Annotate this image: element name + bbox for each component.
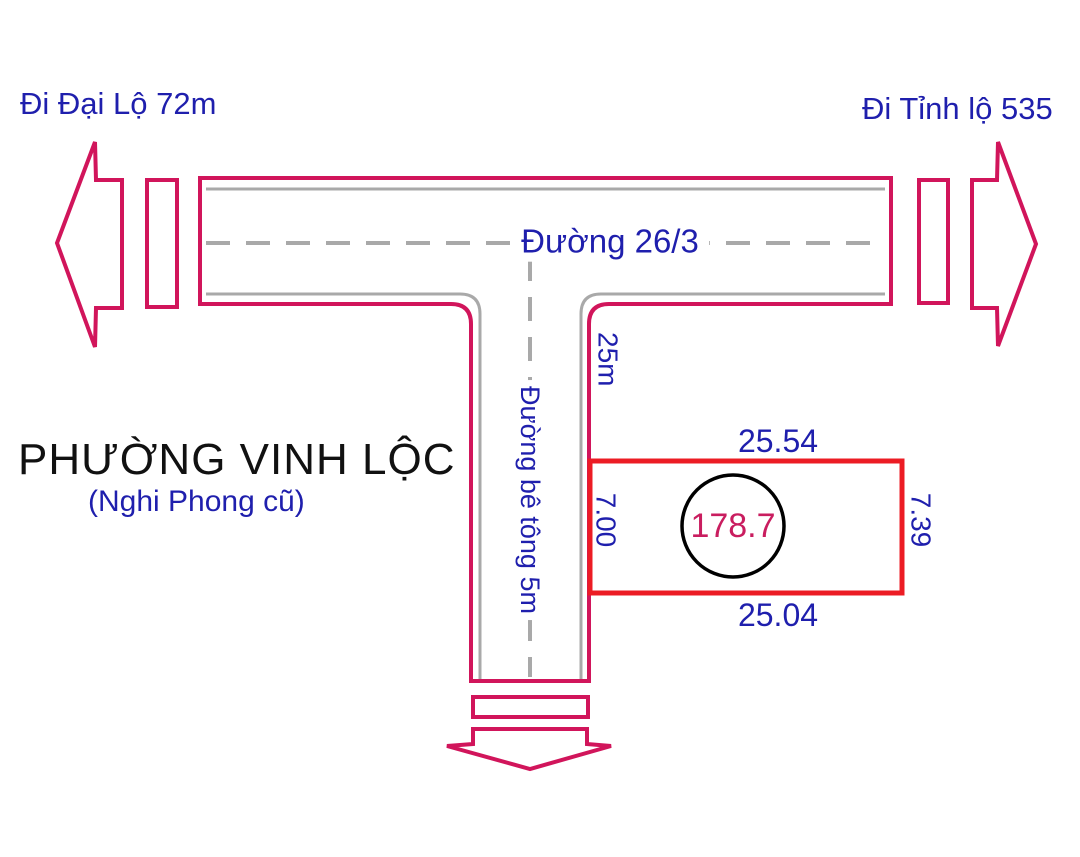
parcel-area-circle <box>680 473 786 579</box>
direction-arrows <box>54 141 1039 772</box>
road-portal-bars <box>145 178 950 719</box>
left-portal-bar <box>145 178 179 309</box>
parcel-area-value: 178.7 <box>690 507 776 546</box>
junction-inner-left-line <box>206 292 482 679</box>
side-road-name-label: Đường bê tông 5m <box>514 380 546 620</box>
parcel-dim-left-label: 7.00 <box>590 492 622 548</box>
main-road-bottom-edge-left <box>200 302 473 681</box>
parcel-dim-top-label: 25.54 <box>737 423 819 460</box>
arrow-right-icon <box>970 141 1039 347</box>
parcel-dim-right-label: 7.39 <box>905 492 937 548</box>
right-portal-bar <box>917 178 950 305</box>
ward-name-title: PHƯỜNG VINH LỘC <box>18 435 456 484</box>
road-outline <box>198 176 893 683</box>
junction-inner-right-line <box>579 292 885 679</box>
bottom-portal-bar <box>471 695 590 719</box>
parcel-dim-bottom-label: 25.04 <box>737 597 819 634</box>
destination-right-label: Đi Tỉnh lộ 535 <box>862 91 1053 126</box>
destination-left-label: Đi Đại Lộ 72m <box>20 86 217 121</box>
main-road-name-label: Đường 26/3 <box>511 222 709 262</box>
arrow-left-icon <box>54 141 124 348</box>
distance-25m-label: 25m <box>592 332 624 387</box>
ward-old-name-label: (Nghi Phong cũ) <box>88 485 305 518</box>
arrow-down-icon <box>446 727 612 772</box>
main-road-bottom-edge-right <box>587 302 891 681</box>
main-road-top-edge <box>198 176 893 306</box>
road-inner-lines <box>206 187 885 679</box>
